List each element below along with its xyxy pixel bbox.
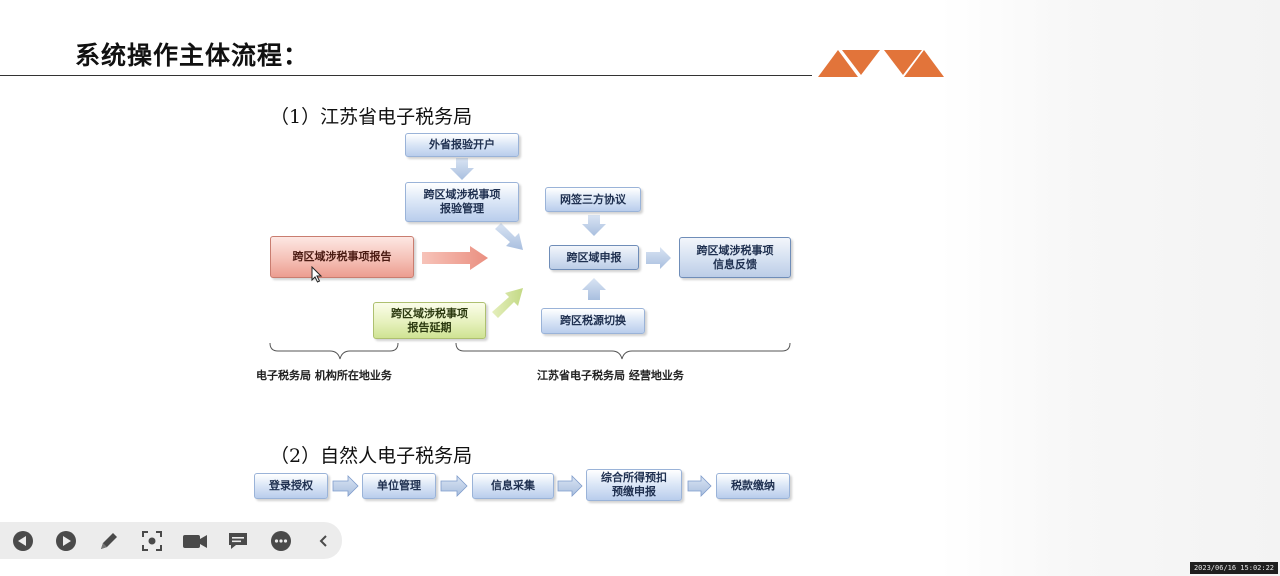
- box-cross-verify: 跨区域涉税事项 报验管理: [405, 182, 519, 222]
- step-tax-payment: 税款缴纳: [716, 473, 790, 499]
- step-login: 登录授权: [254, 473, 328, 499]
- logo-icon: [818, 50, 944, 77]
- prev-icon[interactable]: [10, 528, 36, 554]
- s2-arrow-1: [332, 475, 359, 497]
- presentation-toolbar: [0, 522, 342, 559]
- step-unit-manage: 单位管理: [362, 473, 436, 499]
- background-panel: [940, 0, 1280, 576]
- camera-icon[interactable]: [182, 528, 208, 554]
- arrow-down-1: [450, 158, 474, 180]
- s2-arrow-2: [440, 475, 468, 497]
- box-cross-report: 跨区域涉税事项报告: [270, 236, 414, 278]
- arrow-down-2: [582, 215, 606, 236]
- next-icon[interactable]: [53, 528, 79, 554]
- box-out-province: 外省报验开户: [405, 133, 519, 157]
- pen-icon[interactable]: [96, 528, 122, 554]
- brace-left: [269, 342, 399, 360]
- section2-title: （2）自然人电子税务局: [270, 445, 473, 467]
- arrow-right-1: [646, 247, 671, 269]
- caption-left: 电子税务局 机构所在地业务: [256, 369, 392, 382]
- mouse-cursor-icon: [311, 266, 323, 283]
- arrow-diag-down: [495, 223, 523, 250]
- more-icon[interactable]: [268, 528, 294, 554]
- box-cross-extend: 跨区域涉税事项 报告延期: [373, 302, 486, 339]
- brace-right: [455, 342, 791, 360]
- box-cross-declare: 跨区域申报: [549, 245, 639, 270]
- step-withholding-declare: 综合所得预扣 预缴申报: [586, 469, 682, 501]
- section1-title: （1）江苏省电子税务局: [270, 106, 473, 128]
- step-info-collect: 信息采集: [472, 473, 554, 499]
- screenshot-icon[interactable]: [139, 528, 165, 554]
- timestamp: 2023/06/16 15:02:22: [1190, 562, 1278, 574]
- caption-right: 江苏省电子税务局 经营地业务: [537, 369, 684, 382]
- arrow-up-1: [582, 278, 606, 300]
- collapse-icon[interactable]: [311, 528, 337, 554]
- title-divider: [0, 75, 812, 76]
- arrow-red: [422, 246, 488, 270]
- page-title: 系统操作主体流程：: [75, 41, 310, 70]
- box-online-sign: 网签三方协议: [545, 187, 641, 212]
- s2-arrow-4: [687, 475, 712, 497]
- box-info-feedback: 跨区域涉税事项 信息反馈: [679, 237, 791, 278]
- box-tax-source-switch: 跨区税源切换: [541, 308, 645, 334]
- comment-icon[interactable]: [225, 528, 251, 554]
- arrow-diag-up: [492, 288, 523, 318]
- s2-arrow-3: [557, 475, 583, 497]
